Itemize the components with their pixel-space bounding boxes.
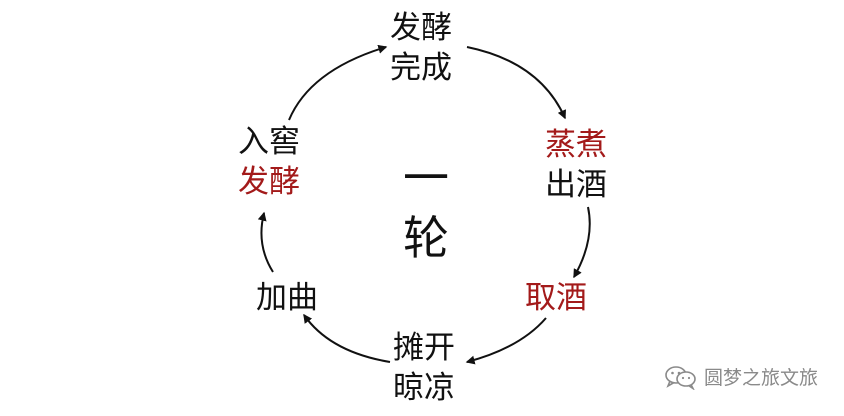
arrow-right-upper-to-right-lower — [573, 206, 591, 279]
center-label-char: 一 — [403, 151, 449, 205]
center-label-char: 轮 — [403, 211, 449, 265]
arrow-left-upper-to-top — [288, 44, 388, 121]
step-label: 完成 — [390, 50, 452, 86]
arrow-right-lower-to-bottom — [465, 317, 547, 365]
center-label: 一 轮 — [403, 148, 449, 268]
step-fermentation-complete: 发酵 完成 — [390, 8, 452, 88]
step-label-highlight: 取酒 — [525, 280, 587, 316]
arrow-left-lower-to-left-upper — [257, 211, 274, 273]
step-label-highlight: 发酵 — [238, 164, 300, 200]
step-spread-cool: 摊开 晾凉 — [393, 328, 455, 408]
step-collect-liquor: 取酒 — [525, 278, 587, 318]
step-label: 加曲 — [256, 280, 318, 316]
step-label: 入窖 — [238, 124, 300, 160]
arrow-top-to-right-upper — [466, 46, 566, 120]
step-steam-distill: 蒸煮 出酒 — [545, 125, 607, 205]
step-add-starter: 加曲 — [256, 278, 318, 318]
arrow-bottom-to-left-lower — [303, 313, 391, 363]
wechat-icon — [665, 365, 696, 390]
watermark: 圆梦之旅文旅 — [664, 363, 818, 390]
step-label-highlight: 蒸煮 — [545, 127, 607, 163]
step-label: 发酵 — [390, 10, 452, 46]
step-label: 晾凉 — [393, 370, 455, 406]
step-label: 摊开 — [393, 330, 455, 366]
watermark-text: 圆梦之旅文旅 — [703, 367, 818, 389]
step-label: 出酒 — [545, 167, 607, 203]
step-cellar-fermentation: 入窖 发酵 — [238, 122, 300, 202]
